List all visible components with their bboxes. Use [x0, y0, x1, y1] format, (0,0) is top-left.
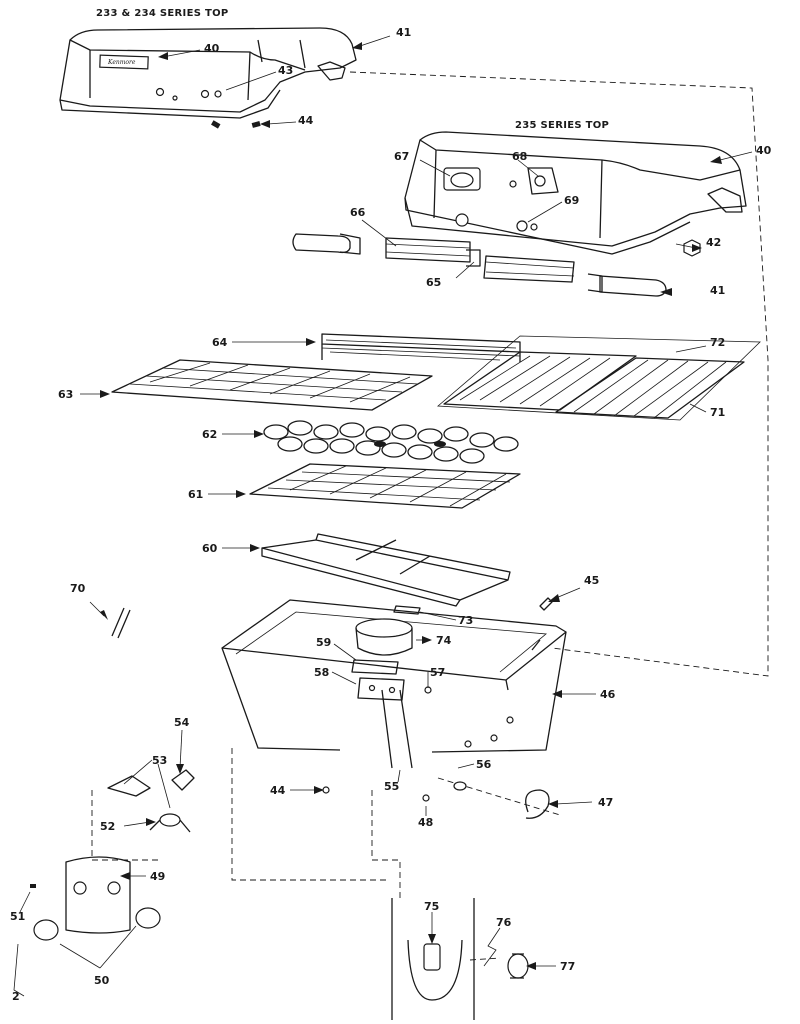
valve-assembly: [107, 769, 195, 833]
part-label-50: 50: [94, 974, 110, 987]
part-label-40: 40: [204, 42, 220, 55]
part-label-48: 48: [418, 816, 433, 829]
part-label-61: 61: [188, 488, 203, 501]
control-panel: [30, 856, 161, 941]
part-label-51: 51: [10, 910, 25, 923]
part-label-40-top: 41: [396, 26, 411, 39]
warming-rack: [321, 333, 521, 362]
part-label-66: 66: [350, 206, 366, 219]
part-label-55: 55: [384, 780, 399, 793]
lower-leg-assembly: [391, 898, 529, 1020]
part-label-75: 75: [424, 900, 439, 913]
part-label-70: 70: [70, 582, 86, 595]
part-47-spring-clip: [525, 789, 550, 819]
lid-233-234-series: Kenmore: [59, 27, 357, 129]
rock-grate: [249, 463, 521, 509]
porcelain-grid: [436, 335, 761, 421]
part-label-72: 72: [710, 336, 725, 349]
briquettes: [263, 420, 519, 464]
part-label-65: 65: [426, 276, 441, 289]
part-label-44-lower: 44: [270, 784, 286, 797]
venturi-assembly: [351, 605, 421, 701]
part-label-53: 53: [152, 754, 167, 767]
part-label-69: 69: [564, 194, 579, 207]
part-label-74: 74: [436, 634, 452, 647]
part-label-59: 59: [316, 636, 331, 649]
part-label-68: 68: [512, 150, 527, 163]
cooking-grid: [111, 359, 433, 411]
part-label-47: 47: [598, 796, 613, 809]
part-label-71: 71: [710, 406, 725, 419]
part-label-44: 44: [298, 114, 314, 127]
burner: [261, 533, 511, 607]
part-label-77: 77: [560, 960, 575, 973]
handle-assembly: [292, 233, 667, 297]
part-label-42: 42: [706, 236, 721, 249]
part-label-67: 67: [394, 150, 409, 163]
part-label-40-235: 40: [756, 144, 772, 157]
part-label-76: 76: [496, 916, 512, 929]
lid-235-series: [404, 131, 747, 257]
part-label-54: 54: [174, 716, 190, 729]
title-233-234-series-top: 233 & 234 SERIES TOP: [96, 8, 229, 19]
part-70-tube: [111, 607, 131, 639]
part-45-screw: [539, 597, 553, 611]
part-48-screw: [422, 794, 430, 802]
part-label-62: 62: [202, 428, 217, 441]
part-label-46: 46: [600, 688, 616, 701]
part-label-41: 41: [710, 284, 725, 297]
part-label-63: 63: [58, 388, 73, 401]
part-label-58: 58: [314, 666, 329, 679]
part-label-49: 49: [150, 870, 165, 883]
part-labels: 40 41 43 44 40 67 68 69 66 42 65 41 64 7…: [10, 26, 772, 987]
part-label-56: 56: [476, 758, 492, 771]
page-number: 2: [12, 990, 20, 1003]
part-label-73: 73: [458, 614, 473, 627]
part-label-52: 52: [100, 820, 115, 833]
part-label-60: 60: [202, 542, 218, 555]
part-label-43: 43: [278, 64, 293, 77]
part-label-45: 45: [584, 574, 599, 587]
part-label-57: 57: [430, 666, 445, 679]
brand-nameplate: Kenmore: [107, 59, 136, 66]
title-235-series-top: 235 SERIES TOP: [515, 120, 609, 131]
leader-lines: [13, 35, 753, 997]
grill-housing: [221, 599, 567, 791]
part-label-64: 64: [212, 336, 228, 349]
